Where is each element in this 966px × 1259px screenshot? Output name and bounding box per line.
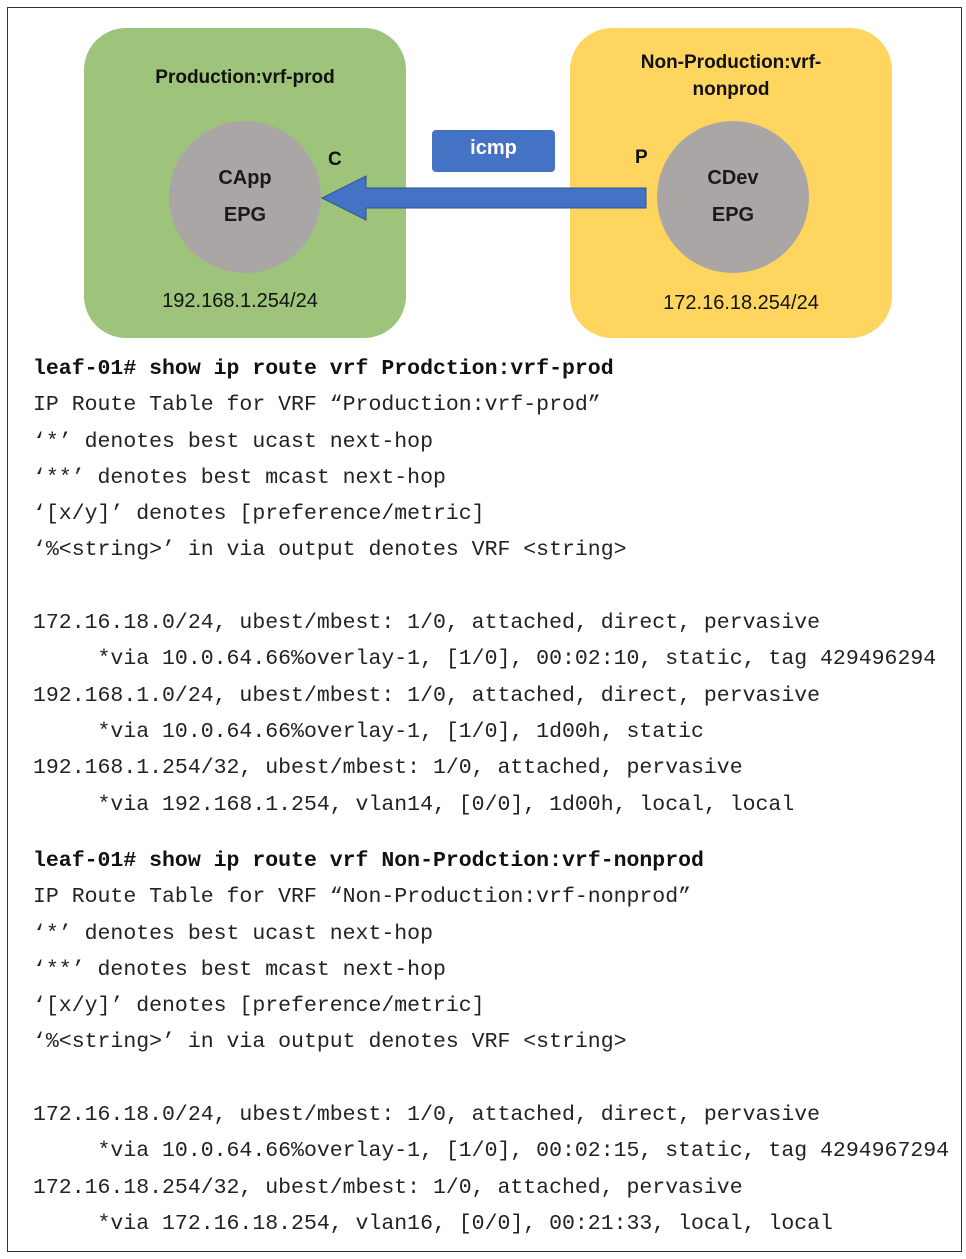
cli-output-line: IP Route Table for VRF “Production:vrf-p… (33, 393, 601, 418)
cli-blank-line (33, 1061, 949, 1097)
cli-command: leaf-01# show ip route vrf Non-Prodction… (33, 849, 704, 873)
cli-output-line: ‘%<string>’ in via output denotes VRF <s… (33, 1030, 627, 1055)
cli-output-line: *via 192.168.1.254, vlan14, [0/0], 1d00h… (33, 792, 795, 817)
cli-output-line: ‘*’ denotes best ucast next-hop (33, 429, 433, 454)
cli-output-line: 172.16.18.0/24, ubest/mbest: 1/0, attach… (33, 611, 821, 636)
cli-output-line: 192.168.1.0/24, ubest/mbest: 1/0, attach… (33, 683, 821, 708)
consumer-label: C (328, 149, 342, 170)
provider-label: P (635, 147, 648, 168)
cli-output-line: 172.16.18.254/32, ubest/mbest: 1/0, atta… (33, 1175, 743, 1200)
vrf-nonprod-title-line1: Non-Production:vrf- (640, 52, 822, 73)
cli-blank-line (33, 569, 936, 605)
capp-epg-label: EPG (223, 204, 267, 226)
cli-command: leaf-01# show ip route vrf Prodction:vrf… (33, 357, 614, 381)
cli-output-line: ‘%<string>’ in via output denotes VRF <s… (33, 538, 627, 563)
cli-output-line: ‘[x/y]’ denotes [preference/metric] (33, 502, 485, 527)
cli-output-line: ‘*’ denotes best ucast next-hop (33, 921, 433, 946)
vrf-nonprod-title: Non-Production:vrf- nonprod (570, 49, 892, 103)
cli-output-line: ‘[x/y]’ denotes [preference/metric] (33, 994, 485, 1019)
cli-output-line: ‘**’ denotes best mcast next-hop (33, 465, 446, 490)
cli-output-line: *via 10.0.64.66%overlay-1, [1/0], 00:02:… (33, 1139, 950, 1164)
prod-subnet: 192.168.1.254/24 (162, 290, 318, 312)
border-frame (7, 7, 962, 1252)
cli-output-line: *via 10.0.64.66%overlay-1, [1/0], 1d00h,… (33, 719, 704, 744)
cli-output-line: 192.168.1.254/32, ubest/mbest: 1/0, atta… (33, 756, 743, 781)
arrow-shape (320, 175, 647, 221)
cdev-epg-label: EPG (711, 204, 755, 226)
contract-arrow (320, 175, 647, 221)
cdev-epg: CDev EPG (657, 121, 809, 273)
cli-output-prod: leaf-01# show ip route vrf Prodction:vrf… (33, 351, 936, 823)
icmp-contract-label: icmp (432, 130, 555, 172)
vrf-nonprod-zone: Non-Production:vrf- nonprod CDev EPG 172… (570, 28, 892, 338)
vrf-nonprod-title-line2: nonprod (692, 79, 770, 100)
capp-epg: CApp EPG (169, 121, 321, 273)
cli-output-line: 172.16.18.0/24, ubest/mbest: 1/0, attach… (33, 1103, 821, 1128)
cli-output-line: ‘**’ denotes best mcast next-hop (33, 957, 446, 982)
cli-output-nonprod: leaf-01# show ip route vrf Non-Prodction… (33, 843, 949, 1242)
cli-output-line: *via 172.16.18.254, vlan16, [0/0], 00:21… (33, 1211, 833, 1236)
cdev-epg-name: CDev (707, 167, 759, 189)
cli-output-line: *via 10.0.64.66%overlay-1, [1/0], 00:02:… (33, 647, 937, 672)
capp-epg-name: CApp (218, 167, 272, 189)
vrf-prod-title: Production:vrf-prod (155, 67, 335, 88)
nonprod-subnet: 172.16.18.254/24 (663, 292, 819, 314)
cli-output-line: IP Route Table for VRF “Non-Production:v… (33, 885, 692, 910)
